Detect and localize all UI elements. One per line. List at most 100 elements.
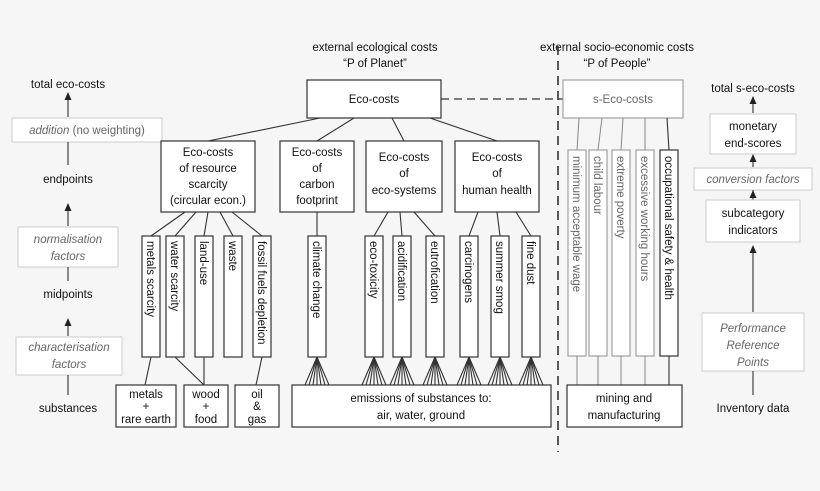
poverty-label: extreme poverty	[614, 156, 626, 239]
arrow-head-icon	[64, 203, 72, 211]
arrow-head-icon	[749, 96, 757, 104]
mining-line-1: mining and	[596, 393, 652, 405]
fan-line	[430, 356, 436, 386]
fan-line	[468, 356, 478, 386]
fan-line	[365, 356, 375, 386]
oil-box	[234, 384, 280, 428]
subcategory-box	[705, 199, 801, 243]
metals-line-1: metals	[129, 389, 163, 401]
s-eco-costs-box	[562, 79, 684, 119]
arrow-head-icon	[749, 190, 757, 198]
midpoint-bars: metals scarcity water scarcity land-use …	[141, 235, 541, 358]
fan-line	[499, 356, 509, 386]
emission-fan	[361, 356, 387, 386]
ecosystems-line-1: Eco-costs	[379, 152, 430, 164]
fan-line	[491, 356, 501, 386]
water-scarcity-label: water scarcity	[168, 240, 180, 312]
total-s-eco-costs-label: total s-eco-costs	[711, 83, 795, 95]
waste-bar	[223, 235, 243, 358]
fan-line	[316, 356, 322, 386]
emission-fan	[487, 356, 513, 386]
characterisation-label: characterisation	[28, 342, 109, 354]
fan-line	[389, 356, 403, 386]
fan-line	[530, 356, 540, 386]
fan-line	[499, 356, 505, 386]
land-use-label: land-use	[197, 241, 209, 285]
fan-line	[460, 356, 470, 386]
human-health-box	[454, 140, 540, 213]
fan-line	[373, 356, 379, 386]
performance-label: Performance	[720, 323, 786, 335]
fan-line	[456, 356, 470, 386]
mining-line-2: manufacturing	[588, 410, 661, 422]
wood-line-3: food	[195, 414, 217, 426]
fine-dust-label: fine dust	[524, 241, 536, 285]
fan-line	[369, 356, 375, 386]
fan-line	[373, 356, 387, 386]
eco-costs-box	[306, 79, 442, 119]
oil-line-1: oil	[251, 389, 263, 401]
planet-header: “P of Planet”	[343, 58, 407, 70]
child-labour-label: child labour	[591, 156, 603, 215]
endpoints-label: endpoints	[43, 174, 93, 186]
addition-box	[11, 117, 163, 143]
reference-label: Reference	[726, 340, 779, 352]
emission-fans	[304, 356, 544, 386]
resource-line-4: (circular econ.)	[170, 195, 246, 207]
subcategory-label: subcategory	[722, 208, 785, 220]
fan-line	[401, 356, 407, 386]
resource-links	[144, 356, 263, 386]
fan-line	[495, 356, 501, 386]
health-line-2: of	[492, 168, 502, 180]
fan-line	[361, 356, 375, 386]
emission-fan	[518, 356, 544, 386]
oil-line-2: &	[253, 401, 261, 413]
carbon-footprint-box	[279, 140, 355, 213]
resource-scarcity-box	[160, 140, 256, 213]
fan-line	[316, 356, 330, 386]
eco-costs-label: Eco-costs	[349, 94, 400, 106]
addition-label: addition (no weighting)	[29, 125, 145, 137]
fan-line	[426, 356, 436, 386]
eco-systems-box	[365, 140, 443, 213]
fan-line	[464, 356, 470, 386]
fan-line	[397, 356, 403, 386]
wood-line-1: wood	[191, 389, 220, 401]
fan-line	[373, 356, 383, 386]
emissions-line-1: emissions of substances to:	[350, 393, 491, 405]
fan-line	[499, 356, 513, 386]
midpoints-label: midpoints	[43, 289, 92, 301]
socio-header: external socio-economic costs	[540, 42, 694, 54]
emission-fan	[304, 356, 330, 386]
arrow-head-icon	[64, 92, 72, 100]
fan-line	[304, 356, 318, 386]
fan-line	[401, 356, 415, 386]
inventory-data-label: Inventory data	[717, 403, 790, 415]
normalisation-label: normalisation	[34, 234, 102, 246]
arrow-head-icon	[749, 245, 757, 253]
end-scores-label: end-scores	[725, 138, 782, 150]
resource-line-2: of resource	[179, 163, 237, 175]
mining-box	[566, 384, 683, 428]
total-eco-costs-label: total eco-costs	[31, 79, 105, 91]
right-legend: total s-eco-costs monetary end-scores co…	[693, 83, 813, 415]
metals-scarcity-label: metals scarcity	[144, 241, 156, 317]
waste-label: waste	[226, 240, 238, 271]
fan-line	[530, 356, 536, 386]
monetary-label: monetary	[729, 121, 777, 133]
oil-line-3: gas	[248, 414, 267, 426]
emissions-box	[291, 384, 552, 428]
fan-line	[308, 356, 318, 386]
fan-line	[468, 356, 474, 386]
carcinogens-label: carcinogens	[462, 241, 474, 303]
emission-fan	[456, 356, 482, 386]
fan-line	[434, 356, 440, 386]
metals-line-2: +	[143, 401, 150, 413]
fan-line	[312, 356, 318, 386]
social-indicator-bars: minimum acceptable wage child labour ext…	[567, 117, 679, 385]
carbon-line-3: carbon	[299, 179, 334, 191]
category-connectors	[207, 117, 498, 142]
fan-line	[518, 356, 532, 386]
